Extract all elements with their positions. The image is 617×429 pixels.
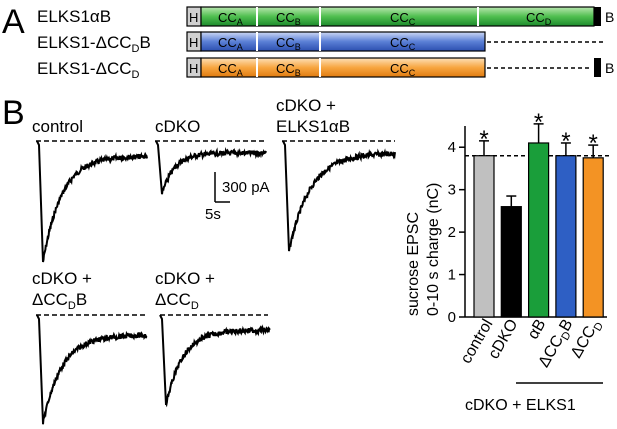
current-trace — [36, 140, 148, 263]
trace-cdko: cDKO — [155, 117, 267, 195]
trace-cdko-dccdb: cDKO + ΔCCDB — [32, 269, 148, 425]
ccc-label: CCC — [390, 35, 416, 52]
current-trace — [36, 314, 148, 425]
bars: * * * * — [473, 109, 604, 318]
cca-label: CCA — [218, 35, 243, 52]
h-domain-label: H — [189, 10, 198, 25]
construct-elks1-dccdb: ELKS1-ΔCCDB H CCA CCB CCC — [37, 31, 604, 55]
x-tick-control: control — [458, 317, 497, 367]
ccb-label: CCB — [276, 61, 301, 78]
coiled-coil-bar — [200, 31, 486, 52]
y-axis-label-1: sucrose EPSC — [405, 212, 422, 316]
trace-cdko-elks1ab: cDKO + ELKS1αB — [276, 96, 396, 252]
trace-label: cDKO — [155, 117, 200, 136]
ccb-label: CCB — [276, 35, 301, 52]
scale-y-label: 300 pA — [222, 179, 270, 196]
trace-label: ELKS1αB — [276, 117, 350, 136]
ccc-label: CCC — [390, 61, 416, 78]
panel-label-a: A — [2, 3, 25, 41]
tail-label: B — [605, 9, 614, 25]
cca-label: CCA — [218, 61, 243, 78]
tail-label: B — [605, 60, 614, 76]
bar — [582, 157, 604, 318]
significance-star: * — [479, 126, 488, 153]
panel-label-b: B — [2, 94, 25, 132]
cca-label: CCA — [218, 10, 243, 27]
y-ticks: 0 1 2 3 4 — [448, 139, 465, 326]
construct-name: ELKS1αB — [37, 7, 111, 26]
trace-label: ΔCCD — [155, 290, 199, 312]
bar — [527, 142, 550, 318]
y-tick-label: 1 — [448, 267, 456, 284]
trace-label: control — [32, 117, 83, 136]
trace-label: cDKO + — [276, 96, 336, 115]
ccc-label: CCC — [390, 10, 416, 27]
current-trace — [282, 140, 396, 252]
y-tick-label: 0 — [448, 309, 456, 326]
x-tick-ab: αB — [525, 317, 550, 343]
construct-elks1ab: ELKS1αB H B CCA CCB CCC CCD — [37, 6, 614, 27]
construct-name: ELKS1-ΔCCDB — [37, 33, 151, 55]
scale-bar: 300 pA 5s — [205, 172, 270, 223]
scale-x-label: 5s — [205, 206, 221, 223]
h-domain-label: H — [189, 35, 198, 50]
trace-label: cDKO + — [32, 269, 92, 288]
bar — [555, 155, 577, 318]
b-tail-block — [594, 7, 601, 26]
trace-label: ΔCCDB — [32, 290, 87, 312]
trace-control: control — [32, 117, 148, 263]
y-axis-label-2: 0-10 s charge (nC) — [425, 183, 442, 316]
current-trace — [159, 314, 271, 408]
group-label: cDKO + ELKS1 — [465, 397, 576, 414]
ccd-label: CCD — [526, 10, 552, 27]
trace-cdko-dccd: cDKO + ΔCCD — [155, 269, 271, 408]
b-tail-block — [594, 58, 601, 77]
significance-star: * — [561, 128, 570, 155]
coiled-coil-bar — [200, 57, 486, 78]
significance-star: * — [589, 130, 598, 157]
bar — [473, 155, 495, 318]
construct-name: ELKS1-ΔCCD — [37, 59, 140, 81]
h-domain-label: H — [189, 61, 198, 76]
y-tick-label: 4 — [448, 139, 456, 156]
y-tick-label: 3 — [448, 182, 456, 199]
ccb-label: CCB — [276, 10, 301, 27]
current-trace — [155, 140, 267, 195]
trace-label: cDKO + — [155, 269, 215, 288]
bar — [500, 206, 522, 318]
significance-star: * — [534, 109, 543, 136]
y-tick-label: 2 — [448, 224, 456, 241]
construct-elks1-dccd: ELKS1-ΔCCD H B CCA CCB CCC — [37, 57, 614, 81]
